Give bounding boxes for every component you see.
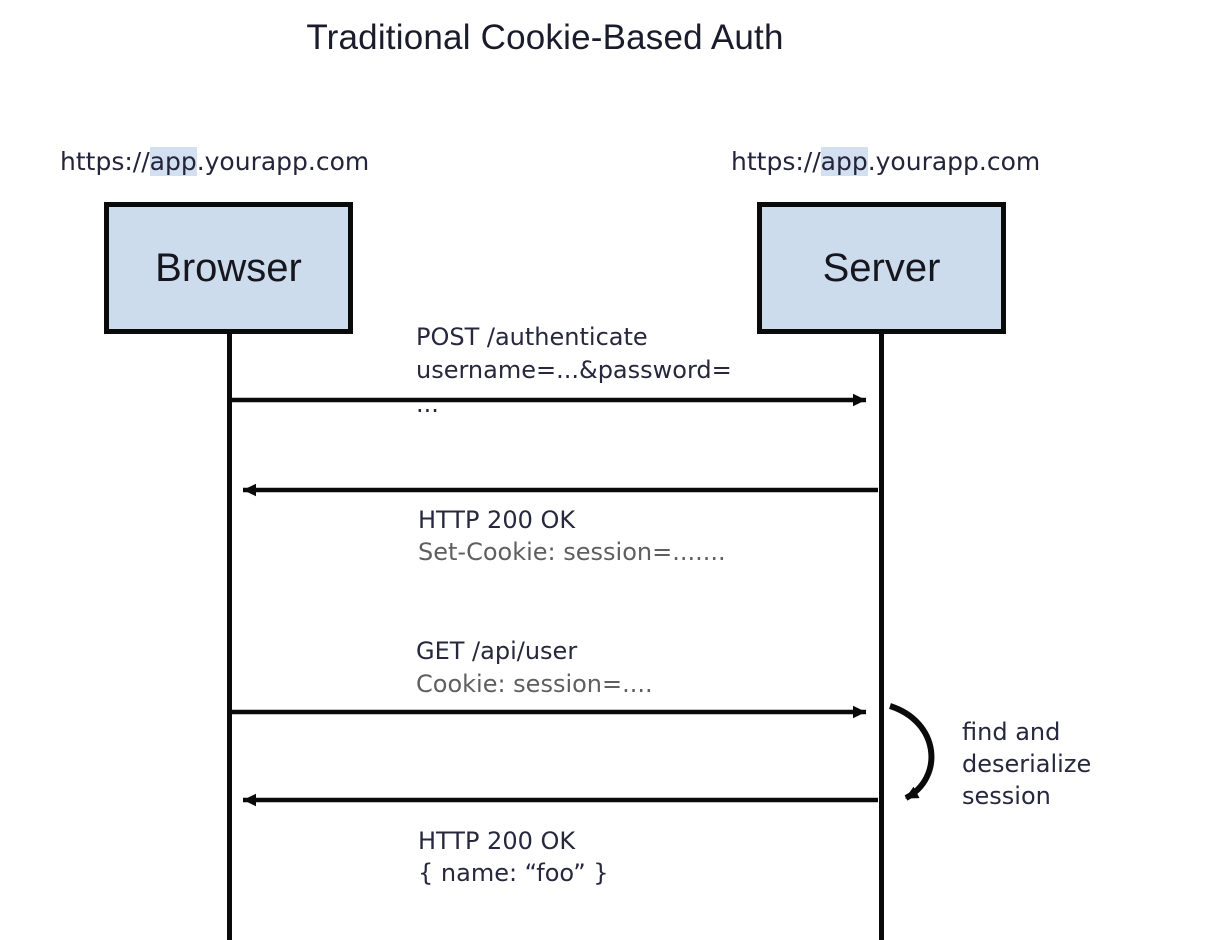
lifeline-server [879, 334, 884, 940]
arrow-server-self-loop [889, 703, 935, 801]
actor-label-browser: Browser [155, 246, 302, 290]
message-label-post-authenticate-line1: POST /authenticate [416, 323, 648, 351]
message-label-post-authenticate-line3: ... [416, 390, 439, 418]
server-url-prefix: https:// [731, 147, 821, 176]
server-url-label: https://app.yourapp.com [731, 147, 1040, 176]
message-label-get-api-user-line1: GET /api/user [416, 637, 578, 665]
browser-url-prefix: https:// [60, 147, 150, 176]
browser-url-label: https://app.yourapp.com [60, 147, 369, 176]
message-label-get-api-user-line2: Cookie: session=.... [416, 670, 653, 698]
lifeline-browser [227, 334, 232, 940]
actor-label-server: Server [822, 246, 941, 290]
message-label-response-set-cookie-line1: HTTP 200 OK [418, 506, 576, 534]
message-label-server-self-loop: find and deserialize session [962, 718, 1092, 810]
actor-box-browser: Browser [104, 202, 353, 334]
browser-url-suffix: .yourapp.com [196, 147, 370, 176]
browser-url-highlight: app [149, 147, 197, 176]
message-label-response-set-cookie-line2: Set-Cookie: session=....... [418, 538, 726, 566]
page-title: Traditional Cookie-Based Auth [306, 18, 784, 57]
message-label-response-user-json-line2: { name: “foo” } [418, 859, 609, 887]
message-label-post-authenticate-line2: username=...&password= [416, 356, 732, 384]
server-url-suffix: .yourapp.com [867, 147, 1041, 176]
actor-box-server: Server [757, 202, 1006, 334]
server-url-highlight: app [820, 147, 868, 176]
message-label-response-user-json-line1: HTTP 200 OK [418, 827, 576, 855]
